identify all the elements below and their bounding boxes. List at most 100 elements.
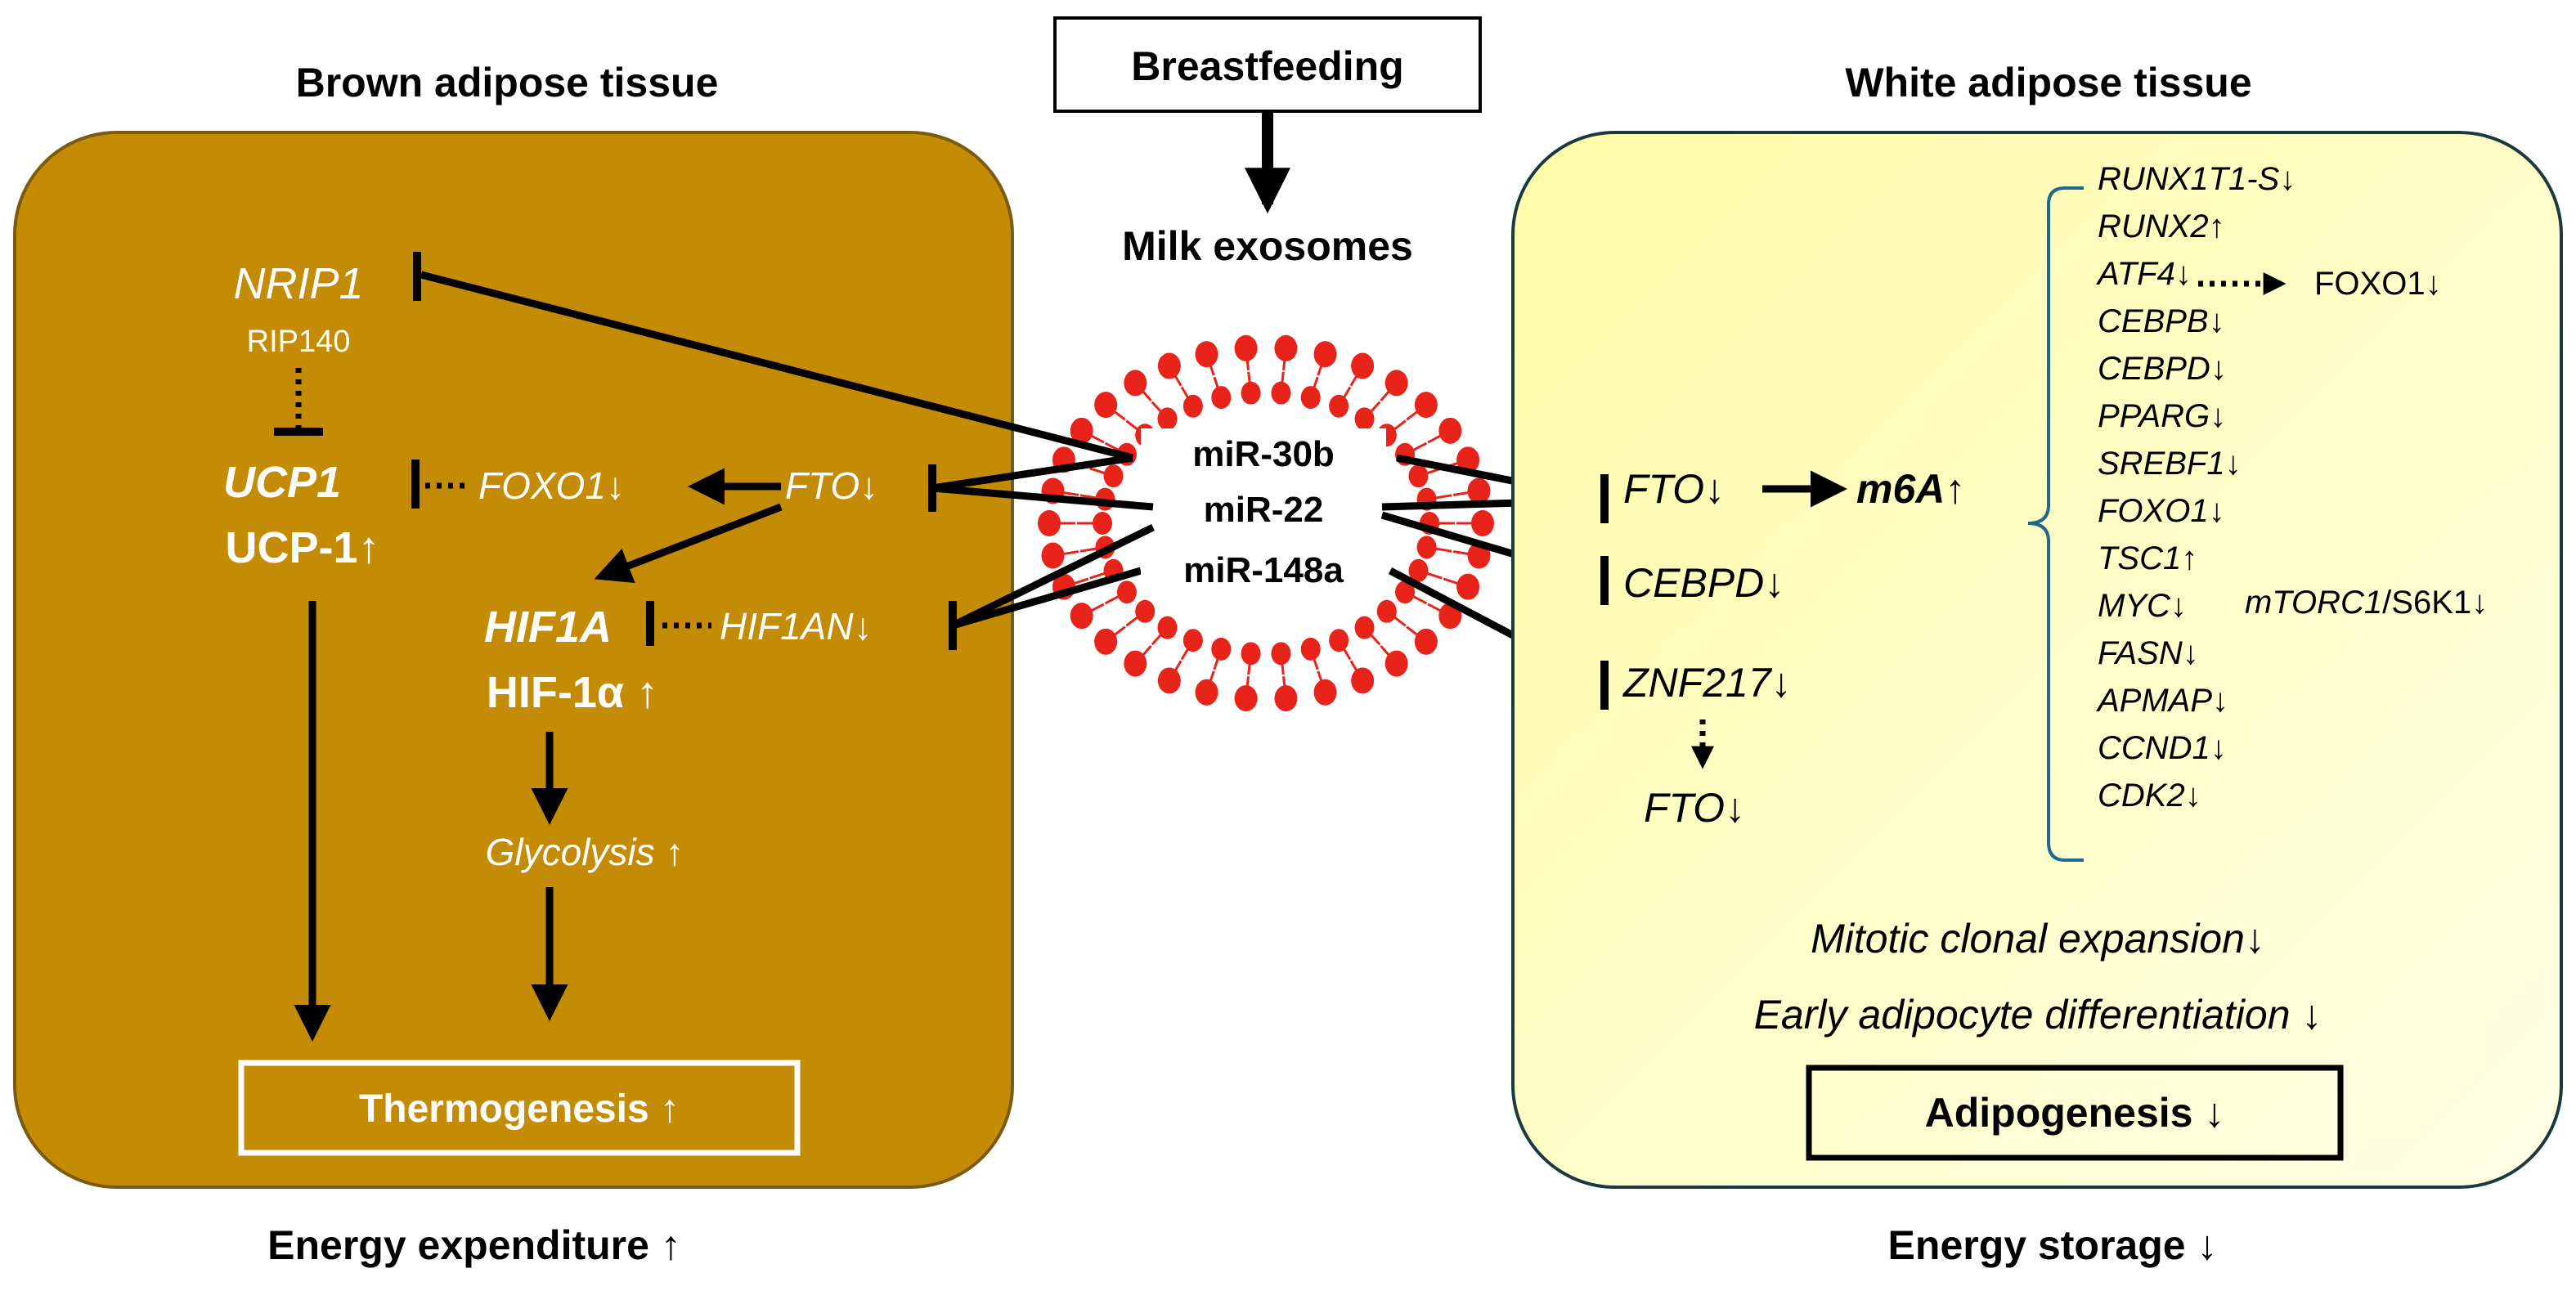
lipid-head-outer (1456, 446, 1480, 473)
lipid-head-outer (1070, 417, 1093, 444)
lipid-head-outer (1195, 679, 1218, 706)
mir30b-to-fto-line (931, 454, 1133, 492)
hif1a-gene: HIF1A (484, 603, 612, 652)
mirna-mir-148a: miR-148a (1183, 550, 1344, 590)
white-adipose-box (1511, 131, 2563, 1189)
adipogenesis-box (1806, 1065, 2344, 1161)
lipid-head-inner (1241, 642, 1261, 666)
mir148a-bg (1141, 545, 1386, 594)
lipid-head-outer (1234, 685, 1258, 712)
nrip1-gene: NRIP1 (233, 259, 363, 308)
lipid-head-inner (1211, 637, 1232, 661)
lipid-head-outer (1384, 370, 1408, 397)
milk-exosomes-label: Milk exosomes (1122, 223, 1413, 269)
lipid-head-outer (1070, 603, 1093, 630)
mir30b-bg (1141, 428, 1386, 477)
fto-to-hif1a-arrow (594, 503, 783, 584)
znf217-gene: ZNF217↓ (1622, 660, 1792, 706)
lipid-head-outer (1456, 573, 1480, 600)
lipid-head-outer (1313, 679, 1337, 706)
lipid-head-inner (1183, 394, 1203, 418)
lipid-head-outer (1414, 628, 1438, 655)
lipid-head-outer (1157, 667, 1181, 694)
foxo1-white-side: FOXO1↓ (2314, 266, 2442, 302)
gene-tsc1: TSC1↑ (2098, 540, 2197, 576)
lipid-head-outer (1414, 392, 1438, 419)
gene-myc: MYC↓ (2098, 588, 2187, 624)
lipid-head-inner (1103, 464, 1124, 488)
foxo1-brown: FOXO1↓ (478, 464, 625, 507)
fto-brown: FTO↓ (785, 464, 878, 507)
lipid-head-inner (1157, 407, 1178, 431)
lipid-head-outer (1038, 510, 1061, 536)
adipogenesis-label: Adipogenesis ↓ (1925, 1090, 2225, 1136)
ucp1-protein: UCP-1↑ (225, 523, 379, 572)
lipid-head-outer (1124, 650, 1147, 677)
thermogenesis-box (238, 1060, 801, 1156)
lipid-head-inner (1408, 558, 1429, 582)
lipid-head-outer (1384, 650, 1408, 677)
mir22-to-hif1an-line (951, 523, 1155, 630)
lipid-head-outer (1195, 341, 1218, 368)
lipid-head-inner (1135, 599, 1156, 623)
white-adipose-heading: White adipose tissue (1845, 60, 2251, 105)
mtorc1-s6k1-label: mTORC1/S6K1↓ (2245, 585, 2488, 621)
mirna-mir-22: miR-22 (1204, 490, 1324, 530)
mir148a-to-hif1an-line (951, 567, 1142, 630)
lipid-head-inner (1395, 581, 1416, 604)
glycolysis-label: Glycolysis ↑ (486, 831, 684, 873)
gene-srebf1: SREBF1↓ (2098, 446, 2242, 482)
mir22-bg (1161, 484, 1366, 533)
fto-white: FTO↓ (1623, 466, 1725, 512)
lipid-head-outer (1274, 685, 1298, 712)
gene-foxo1: FOXO1↓ (2098, 493, 2225, 529)
gene-cdk2: CDK2↓ (2098, 778, 2201, 814)
lipid-head-outer (1351, 667, 1375, 694)
early-adipocyte-differentiation: Early adipocyte differentiation ↓ (1754, 992, 2322, 1038)
lipid-head-inner (1416, 536, 1437, 559)
gene-list-bracket (2027, 186, 2084, 862)
lipid-head-outer (1157, 352, 1181, 379)
lipid-head-outer (1234, 334, 1258, 361)
fto-white-2: FTO↓ (1644, 785, 1745, 831)
lipid-head-inner (1300, 637, 1321, 661)
lipid-head-inner (1376, 599, 1397, 623)
breastfeeding-box (1053, 16, 1482, 113)
gene-cebpb: CEBPB↓ (2098, 303, 2225, 339)
gene-ccnd1: CCND1↓ (2098, 730, 2227, 766)
gene-runx2: RUNX2↑ (2098, 208, 2225, 244)
lipid-head-outer (1124, 370, 1147, 397)
breastfeeding-label: Breastfeeding (1131, 43, 1403, 89)
m6a-label: m6A↑ (1856, 466, 1965, 512)
mir30b-to-nrip1-line (420, 271, 1134, 462)
mir22-to-fto-line (931, 484, 1154, 511)
lipid-head-inner (1329, 629, 1349, 652)
mirna-mir-30b: miR-30b (1192, 434, 1335, 474)
hif1an-gene: HIF1AN↓ (720, 605, 873, 648)
lipid-head-outer (1467, 477, 1491, 504)
lipid-head-inner (1241, 381, 1261, 405)
lipid-head-inner (1271, 642, 1291, 666)
lipid-head-inner (1116, 581, 1137, 604)
brown-adipose-heading: Brown adipose tissue (296, 60, 719, 105)
gene-runx1t1-s: RUNX1T1-S↓ (2098, 161, 2296, 197)
ucp1-gene: UCP1 (223, 458, 341, 507)
hif1a-protein: HIF-1α ↑ (487, 668, 658, 717)
lipid-head-inner (1183, 629, 1203, 652)
lipid-head-inner (1271, 381, 1291, 405)
lipid-head-outer (1351, 352, 1375, 379)
lipid-head-inner (1300, 386, 1321, 410)
gene-pparg: PPARG↓ (2098, 398, 2226, 434)
lipid-head-inner (1354, 616, 1375, 639)
energy-expenditure-label: Energy expenditure ↑ (267, 1222, 681, 1268)
gene-cebpd: CEBPD↓ (2098, 351, 2227, 387)
lipid-head-outer (1438, 417, 1462, 444)
lipid-head-inner (1408, 464, 1429, 488)
lipid-head-inner (1093, 512, 1112, 535)
brown-adipose-box (13, 131, 1014, 1189)
lipid-head-outer (1313, 341, 1337, 368)
gene-apmap: APMAP↓ (2096, 683, 2228, 719)
lipid-head-inner (1354, 407, 1375, 431)
lipid-head-inner (1329, 394, 1349, 418)
